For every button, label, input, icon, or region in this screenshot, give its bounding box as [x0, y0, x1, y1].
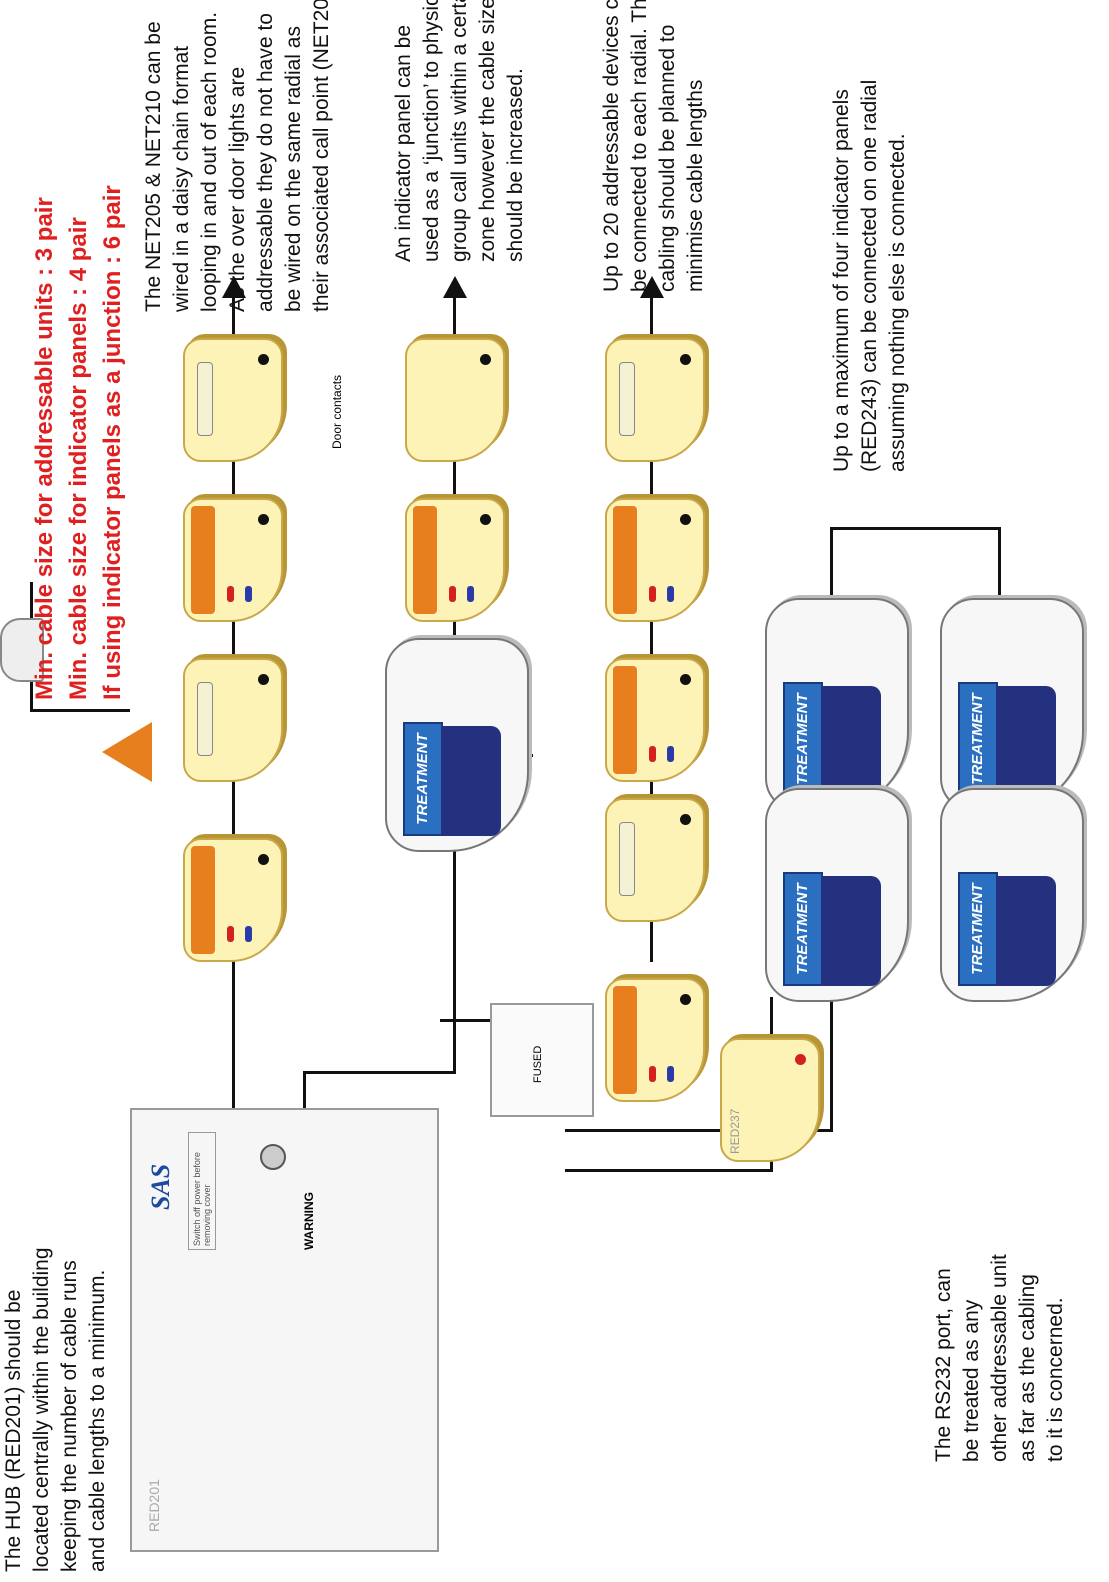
indicator-panel-4: TREATMENT ROOM	[765, 788, 909, 1002]
fused-label: FUSED	[532, 1045, 544, 1083]
reset-button-icon	[245, 586, 252, 602]
net-note-line: be wired on the same radial as	[282, 26, 305, 312]
callpoint-r1-1	[183, 838, 283, 962]
net-note-line: their associated call point (NET205)	[310, 0, 333, 312]
wire-panels-a	[565, 1169, 595, 1172]
wire-panels-e	[830, 527, 1000, 530]
wire-rs232d	[593, 1169, 770, 1172]
cable-line-2: Min. cable size for indicator panels : 4…	[65, 217, 92, 700]
callpoint-j-3	[605, 658, 705, 782]
cable-line-3: If using indicator panels as a junction …	[99, 185, 126, 700]
junction-note-line: used as a ‘junction’ to physically	[420, 0, 443, 262]
reset-button-icon	[245, 926, 252, 942]
wire-beacon	[30, 709, 130, 712]
hub-note-line: located centrally within the building	[30, 1247, 53, 1572]
indicator-panel-2: TREATMENT ROOM	[940, 598, 1084, 812]
hub-note-line: and cable lengths to a minimum.	[86, 1269, 109, 1572]
panel-screen: TREATMENT ROOM	[958, 872, 1022, 986]
reset-button-icon	[467, 586, 474, 602]
callpoint-r1-3	[183, 498, 283, 622]
doorlight-r1-4	[183, 338, 283, 462]
doorlight-r3-5	[605, 338, 705, 462]
net-note-line: The NET205 & NET210 can be	[142, 21, 165, 312]
alarm-button-icon	[227, 926, 234, 942]
sas-logo: SAS	[146, 1163, 175, 1210]
alarm-button-icon	[449, 586, 456, 602]
door-contacts-label: Door contacts	[330, 374, 344, 449]
hub-model-label: RED201	[146, 1479, 162, 1532]
panel-screen: TREATMENT ROOM	[958, 682, 1022, 796]
junction-note-line: should be increased.	[504, 68, 527, 262]
radial-note: Up to 20 addressable devices can be conn…	[598, 0, 710, 292]
radial-note-line: cabling should be planned to	[656, 24, 679, 292]
net-note: The NET205 & NET210 can be wired in a da…	[140, 0, 336, 312]
indicator-panel-1: TREATMENT ROOM	[765, 598, 909, 812]
callpoint-r3-4	[605, 498, 705, 622]
hub-note-line: keeping the number of cable runs	[58, 1260, 81, 1572]
rs232-model: RED237	[728, 1108, 742, 1154]
doorlight-r1-2	[183, 658, 283, 782]
wire-radial2a	[303, 1074, 306, 1110]
panels-note-line: Up to a maximum of four indicator panels	[830, 89, 853, 472]
junction-note-line: zone however the cable size	[476, 0, 499, 262]
rs232-note-line: to it is concerned.	[1044, 1297, 1067, 1462]
warning-triangle-icon	[102, 722, 152, 782]
alarm-button-icon	[227, 586, 234, 602]
indicator-panel-3: TREATMENT ROOM	[940, 788, 1084, 1002]
cable-notes: Min. cable size for addressable units : …	[28, 185, 130, 700]
arrow-radial2	[443, 276, 467, 298]
door-contact-unit	[405, 338, 505, 462]
led-icon	[795, 1054, 806, 1065]
junction-note: An indicator panel can be used as a ‘jun…	[390, 0, 530, 262]
callpoint-j-1	[605, 978, 705, 1102]
rs232-note: The RS232 port, can be treated as any ot…	[930, 1254, 1070, 1462]
wire-radial2b	[303, 1071, 453, 1074]
radial-note-line: minimise cable lengths	[684, 79, 707, 292]
hub-note-line: The HUB (RED201) should be	[2, 1289, 25, 1572]
rs232-note-line: be treated as any	[960, 1299, 983, 1462]
doorlight-j-2	[605, 798, 705, 922]
warning-label: WARNING	[302, 1192, 316, 1250]
rs232-note-line: The RS232 port, can	[932, 1268, 955, 1462]
net-note-line: As the over door lights are	[226, 66, 249, 312]
panel-screen: TREATMENT ROOM	[783, 682, 847, 796]
cable-line-1: Min. cable size for addressable units : …	[31, 197, 58, 700]
panels-note: Up to a maximum of four indicator panels…	[828, 80, 912, 472]
net-note-line: looping in and out of each room.	[198, 11, 221, 312]
panels-note-line: (RED243) can be connected on one radial	[858, 79, 881, 472]
hub-red201: RED201 SAS Switch off power before remov…	[130, 1108, 439, 1552]
radial-note-line: be connected to each radial. The	[628, 0, 651, 292]
junction-note-line: An indicator panel can be	[392, 25, 415, 262]
rs232-note-line: other addressable unit	[988, 1254, 1011, 1462]
net-note-line: wired in a daisy chain format	[170, 45, 193, 312]
key-lock	[260, 1144, 286, 1170]
radial-note-line: Up to 20 addressable devices can	[600, 0, 623, 292]
fused-spur: FUSED	[490, 1003, 594, 1117]
callpoint-r2-1	[405, 498, 505, 622]
panel-screen: TREATMENT ROOM	[403, 722, 467, 836]
panel-screen: TREATMENT ROOM	[783, 872, 847, 986]
panels-note-line: assuming nothing else is connected.	[886, 133, 909, 472]
junction-note-line: group call units within a certain	[448, 0, 471, 262]
rs232-note-line: as far as the cabling	[1016, 1274, 1039, 1462]
indicator-junction: TREATMENT ROOM	[385, 638, 529, 852]
rs232-unit: RED237	[720, 1038, 820, 1162]
switch-note: Switch off power before removing cover	[188, 1132, 216, 1250]
net-note-line: addressable they do not have to	[254, 13, 277, 312]
hub-note: The HUB (RED201) should be located centr…	[0, 1247, 112, 1572]
